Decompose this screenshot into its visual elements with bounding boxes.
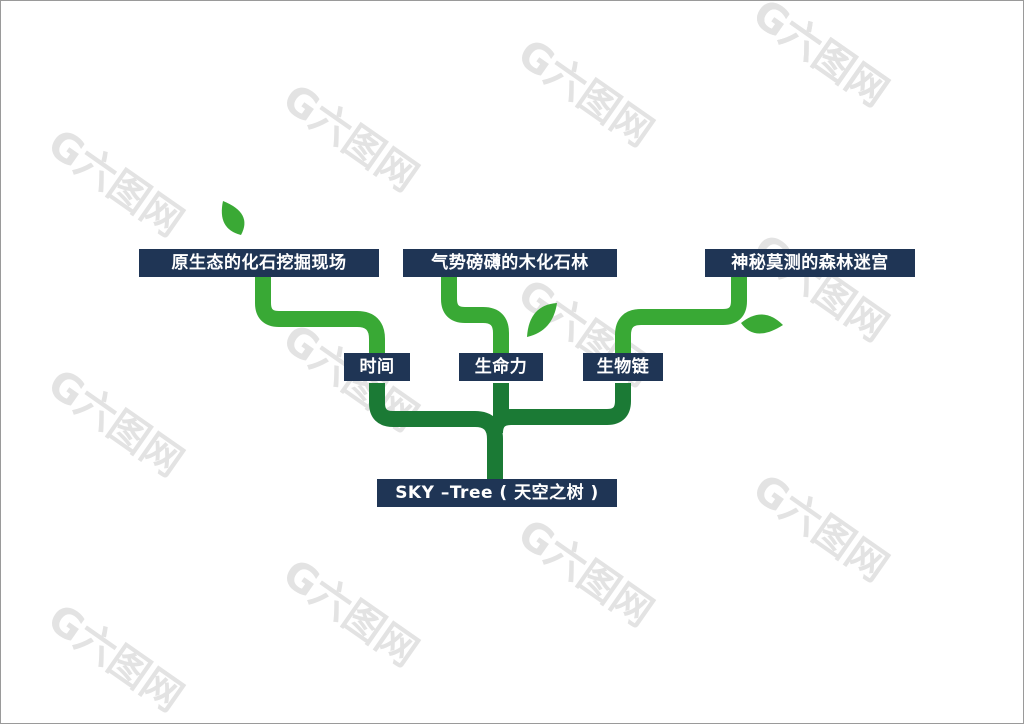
branch-node-label: 时间 <box>344 353 410 381</box>
branch-node-label: 生命力 <box>459 353 543 381</box>
branch-connector <box>615 277 747 353</box>
leaf-node-label: 神秘莫测的森林迷宫 <box>705 249 915 277</box>
leaf-icon <box>527 303 557 337</box>
branch-connector <box>255 277 385 353</box>
trunk-connector <box>487 383 631 434</box>
trunk-connector <box>369 383 503 481</box>
leaf-icon <box>221 201 245 235</box>
leaf-node-label: 气势磅礴的木化石林 <box>403 249 617 277</box>
leaf-node-label: 原生态的化石挖掘现场 <box>139 249 379 277</box>
branch-node-label: 生物链 <box>583 353 663 381</box>
leaf-icon <box>741 314 783 334</box>
root-node-label: SKY –Tree ( 天空之树 ) <box>377 479 617 507</box>
branch-connector <box>441 277 509 353</box>
